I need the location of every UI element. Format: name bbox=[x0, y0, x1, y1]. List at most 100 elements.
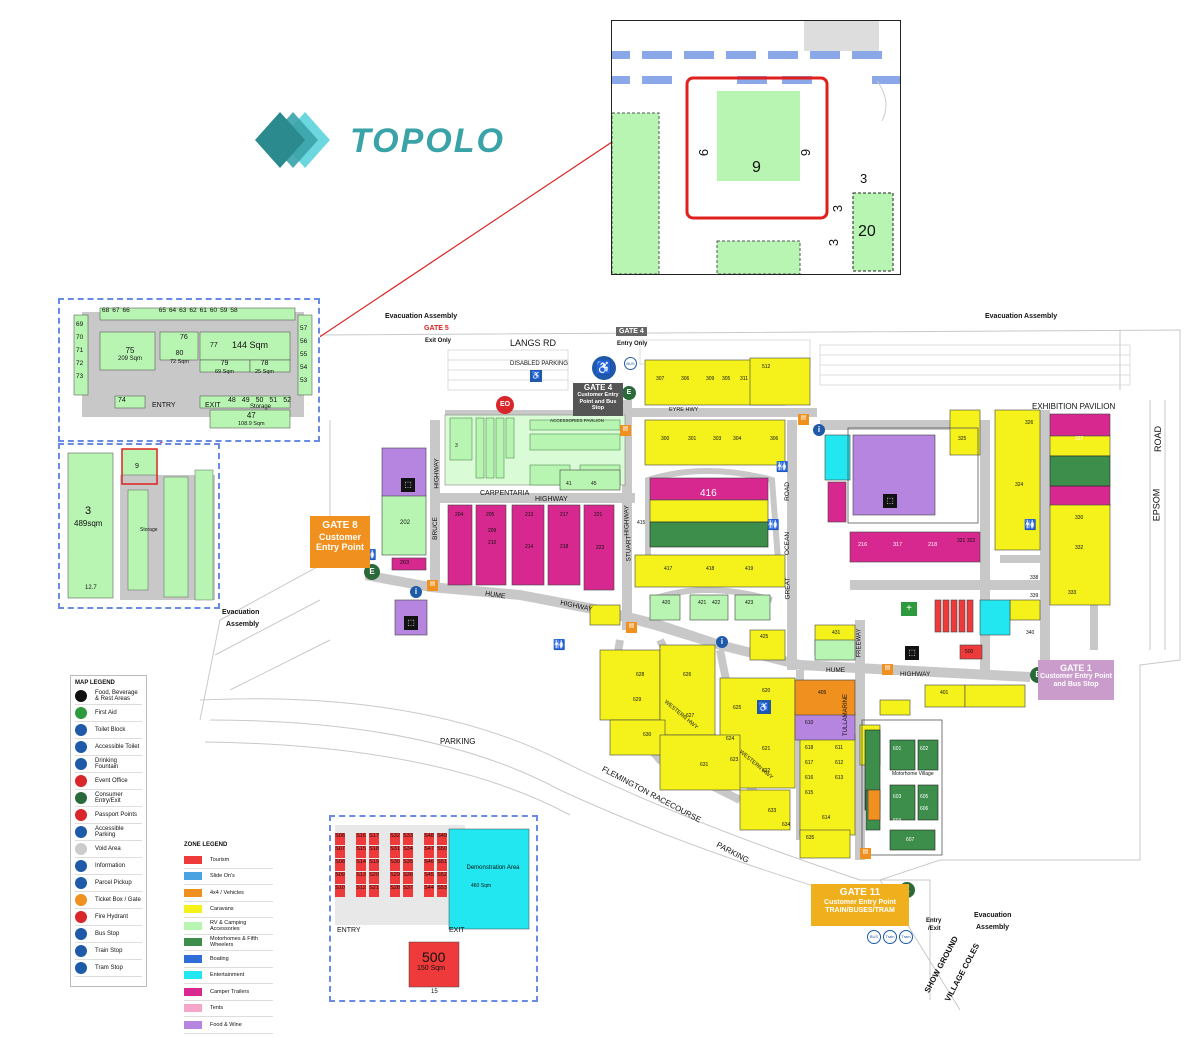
site-629[interactable]: 629 bbox=[633, 697, 642, 703]
site-339[interactable]: 339 bbox=[1030, 593, 1039, 599]
zone-legend-label: Slide On's bbox=[210, 873, 235, 880]
site-309[interactable]: 309 bbox=[706, 376, 715, 382]
information-icon[interactable]: i bbox=[813, 424, 825, 436]
site-213[interactable]: 213 bbox=[525, 512, 534, 518]
site-418[interactable]: 418 bbox=[706, 566, 715, 572]
site-417[interactable]: 417 bbox=[664, 566, 673, 572]
site-340[interactable]: 340 bbox=[1026, 630, 1035, 636]
site-423[interactable]: 423 bbox=[745, 600, 754, 606]
gate-8-box[interactable]: GATE 8 Customer Entry Point bbox=[310, 516, 370, 568]
site-217[interactable]: 217 bbox=[560, 512, 569, 518]
site-223[interactable]: 223 bbox=[596, 545, 605, 551]
site-420[interactable]: 420 bbox=[662, 600, 671, 606]
site-627[interactable]: 627 bbox=[686, 713, 695, 719]
site-311[interactable]: 311 bbox=[740, 376, 748, 382]
site-209[interactable]: 209 bbox=[488, 528, 497, 534]
site-634[interactable]: 634 bbox=[782, 822, 791, 828]
site-500[interactable]: 500 bbox=[965, 649, 974, 655]
site-303[interactable]: 303 bbox=[713, 436, 722, 442]
site-613[interactable]: 613 bbox=[835, 775, 844, 781]
site-633[interactable]: 633 bbox=[768, 808, 777, 814]
site-605[interactable]: 605 bbox=[920, 794, 929, 800]
site-202[interactable]: 202 bbox=[400, 520, 411, 526]
site-618[interactable]: 618 bbox=[805, 745, 814, 751]
site-216[interactable]: 216 bbox=[858, 542, 868, 548]
site-622[interactable]: 622 bbox=[762, 768, 771, 774]
site-317[interactable]: 317 bbox=[893, 542, 903, 548]
site-204[interactable]: 204 bbox=[455, 512, 464, 518]
site-221[interactable]: 221 bbox=[594, 512, 603, 518]
site-301[interactable]: 301 bbox=[688, 436, 697, 442]
site-607[interactable]: 607 bbox=[906, 837, 915, 843]
site-601[interactable]: 601 bbox=[893, 746, 902, 752]
site-610[interactable]: 610 bbox=[805, 720, 814, 726]
site-203[interactable]: 203 bbox=[400, 560, 410, 566]
site-431[interactable]: 431 bbox=[832, 630, 841, 636]
site-307[interactable]: 307 bbox=[656, 376, 665, 382]
site-630[interactable]: 630 bbox=[643, 732, 652, 738]
site-416[interactable]: 416 bbox=[700, 488, 717, 499]
gate-1-box[interactable]: GATE 1 Customer Entry Point and Bus Stop bbox=[1038, 660, 1114, 700]
site-321[interactable]: 321 bbox=[957, 538, 966, 544]
site-621[interactable]: 621 bbox=[762, 746, 771, 752]
site-218[interactable]: 218 bbox=[560, 544, 569, 550]
site-327[interactable]: 327 bbox=[1075, 436, 1084, 442]
site-306[interactable]: 306 bbox=[681, 376, 690, 382]
information-icon[interactable]: i bbox=[716, 636, 728, 648]
event-office-icon[interactable]: EO bbox=[496, 396, 514, 414]
consumer-entry-icon[interactable]: E bbox=[622, 386, 636, 400]
site-3[interactable]: 3 bbox=[455, 443, 458, 449]
site-322[interactable]: 322 bbox=[967, 538, 976, 544]
site-421[interactable]: 421 bbox=[698, 600, 707, 606]
site-603[interactable]: 603 bbox=[893, 794, 902, 800]
site-631[interactable]: 631 bbox=[700, 762, 709, 768]
site-326[interactable]: 326 bbox=[1025, 420, 1034, 426]
site-604[interactable]: 604 bbox=[893, 818, 902, 824]
site-628[interactable]: 628 bbox=[636, 672, 645, 678]
site-626[interactable]: 626 bbox=[683, 672, 692, 678]
site-615[interactable]: 615 bbox=[805, 790, 814, 796]
site-612[interactable]: 612 bbox=[835, 760, 844, 766]
site-45[interactable]: 45 bbox=[591, 481, 597, 487]
site-616[interactable]: 616 bbox=[805, 775, 814, 781]
site-325[interactable]: 325 bbox=[958, 436, 967, 442]
site-419[interactable]: 419 bbox=[745, 566, 754, 572]
site-512[interactable]: 512 bbox=[762, 364, 771, 370]
site-606[interactable]: 606 bbox=[920, 806, 929, 812]
accessible-parking-icon[interactable]: ♿ bbox=[592, 356, 616, 380]
site-324[interactable]: 324 bbox=[1015, 482, 1024, 488]
site-602[interactable]: 602 bbox=[920, 746, 929, 752]
information-icon[interactable]: i bbox=[410, 586, 422, 598]
site-614[interactable]: 614 bbox=[822, 815, 831, 821]
site-205[interactable]: 205 bbox=[486, 512, 495, 518]
consumer-entry-icon-gate-8[interactable]: E bbox=[364, 564, 380, 580]
site-623[interactable]: 623 bbox=[730, 757, 739, 763]
site-305[interactable]: 305 bbox=[722, 376, 731, 382]
site-635[interactable]: 635 bbox=[806, 835, 815, 841]
site-210[interactable]: 210 bbox=[488, 540, 497, 546]
site-333[interactable]: 333 bbox=[1068, 590, 1077, 596]
site-422[interactable]: 422 bbox=[712, 600, 721, 606]
site-611[interactable]: 611 bbox=[835, 745, 843, 751]
site-318[interactable]: 218 bbox=[928, 542, 938, 548]
site-425[interactable]: 425 bbox=[760, 634, 769, 640]
ticket-box-icon: ▤ bbox=[798, 414, 809, 425]
site-306-b[interactable]: 306 bbox=[770, 436, 779, 442]
site-401[interactable]: 401 bbox=[940, 690, 949, 696]
site-405[interactable]: 405 bbox=[818, 690, 827, 696]
site-41[interactable]: 41 bbox=[566, 481, 572, 487]
site-300[interactable]: 300 bbox=[661, 436, 670, 442]
site-625[interactable]: 625 bbox=[733, 705, 742, 711]
site-617[interactable]: 617 bbox=[805, 760, 814, 766]
inset-tourism-entry: ENTRY bbox=[337, 927, 361, 934]
site-304[interactable]: 304 bbox=[733, 436, 742, 442]
site-415[interactable]: 415 bbox=[637, 520, 646, 526]
site-214[interactable]: 214 bbox=[525, 544, 534, 550]
site-620[interactable]: 620 bbox=[762, 688, 771, 694]
gate-11-box[interactable]: GATE 11 Customer Entry Point TRAIN/BUSES… bbox=[811, 884, 909, 926]
site-624[interactable]: 624 bbox=[726, 736, 735, 742]
site-332[interactable]: 332 bbox=[1075, 545, 1084, 551]
site-338[interactable]: 338 bbox=[1030, 575, 1039, 581]
site-330[interactable]: 330 bbox=[1075, 515, 1084, 521]
gate-4-box[interactable]: GATE 4 Customer Entry Point and Bus Stop bbox=[573, 383, 623, 416]
